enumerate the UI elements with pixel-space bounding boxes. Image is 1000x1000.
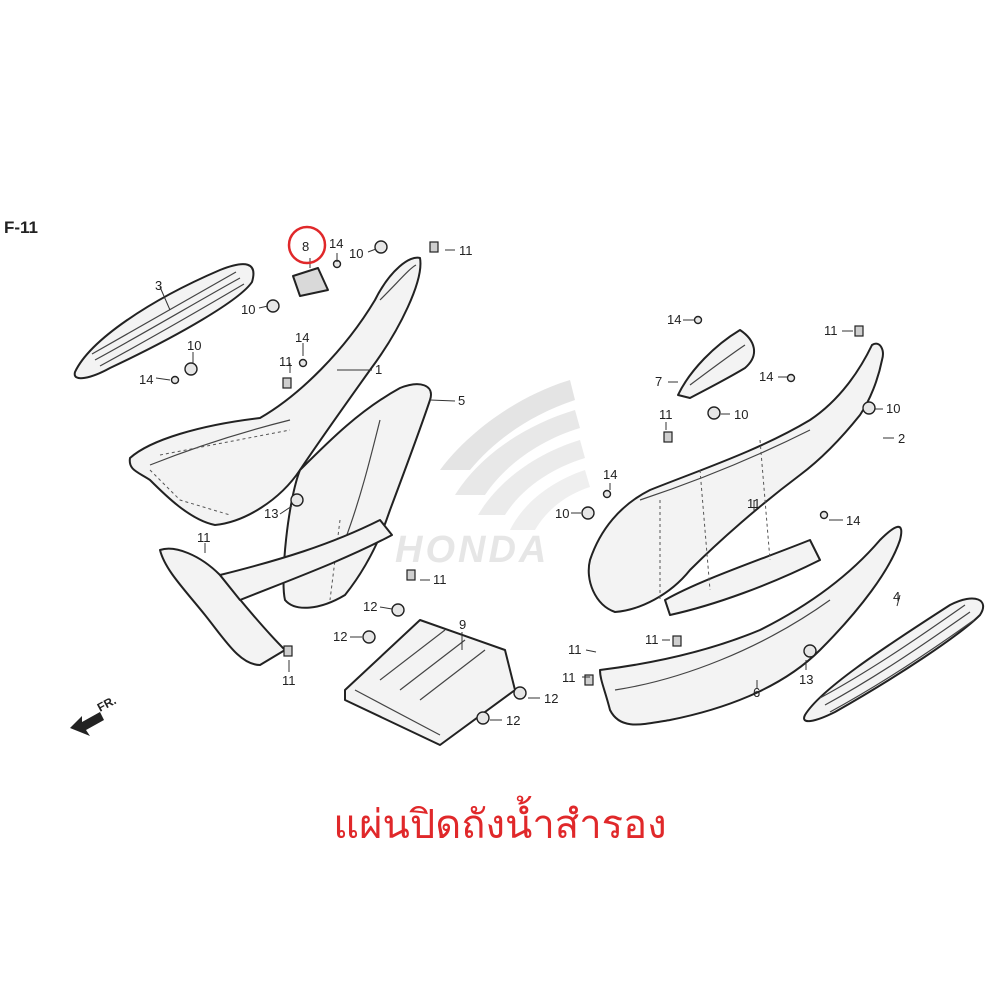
callout-1: 1 [375,362,382,377]
leader-lines [155,248,901,721]
callout-11: 11 [824,323,838,338]
callout-10: 10 [187,338,201,353]
callout-11: 11 [562,670,576,685]
callout-14: 14 [295,330,309,345]
callout-14: 14 [329,236,343,251]
callout-11: 11 [197,530,211,545]
honda-wing-watermark: HONDA [395,380,590,571]
callout-10: 10 [734,407,748,422]
callout-10: 10 [349,246,363,261]
callout-8: 8 [302,239,309,254]
part-1-side-cover-left [128,256,422,526]
callout-12: 12 [333,629,347,644]
callout-13: 13 [264,506,278,521]
callout-4: 4 [893,589,900,604]
highlight-circle [287,225,327,265]
front-direction-arrow: FR. [70,693,118,736]
brand-watermark: HONDA [395,529,549,571]
part-4-step-mat-right [803,597,985,723]
callout-11: 11 [459,243,473,258]
callout-14: 14 [667,312,681,327]
callout-12: 12 [363,599,377,614]
callout-11: 11 [645,632,659,647]
callout-11: 11 [659,407,673,422]
callout-14: 14 [603,467,617,482]
callout-11: 11 [568,642,582,657]
caption: แผ่นปิดถังน้ำสำรอง [333,802,667,848]
callout-14: 14 [846,513,860,528]
part-2-side-cover-right [587,342,884,616]
callout-12: 12 [544,691,558,706]
callout-11: 11 [747,496,761,511]
callout-12: 12 [506,713,520,728]
figure-code: F-11 [4,218,39,237]
callout-2: 2 [898,431,905,446]
part-7-small-cover [677,329,755,399]
callout-7: 7 [655,374,662,389]
callout-10: 10 [555,506,569,521]
callout-11: 11 [279,354,293,369]
callout-11: 11 [282,673,296,688]
part-3-step-mat-left [73,263,255,380]
callout-11: 11 [433,572,447,587]
callout-14: 14 [759,369,773,384]
fasteners [170,240,876,725]
part-6-lower-skirt-right [599,525,903,726]
callout-10: 10 [241,302,255,317]
callout-13: 13 [799,672,813,687]
part-lower-skirt-left [159,519,393,666]
callout-6: 6 [753,685,760,700]
callout-5: 5 [458,393,465,408]
part-8-reserve-tank-lid [292,267,329,297]
callout-3: 3 [155,278,162,293]
callout-labels: 8 14 10 11 3 10 14 10 11 1 14 5 13 11 11… [139,236,905,728]
callout-14: 14 [139,372,153,387]
callout-9: 9 [459,617,466,632]
callout-10: 10 [886,401,900,416]
direction-label: FR. [95,693,119,714]
